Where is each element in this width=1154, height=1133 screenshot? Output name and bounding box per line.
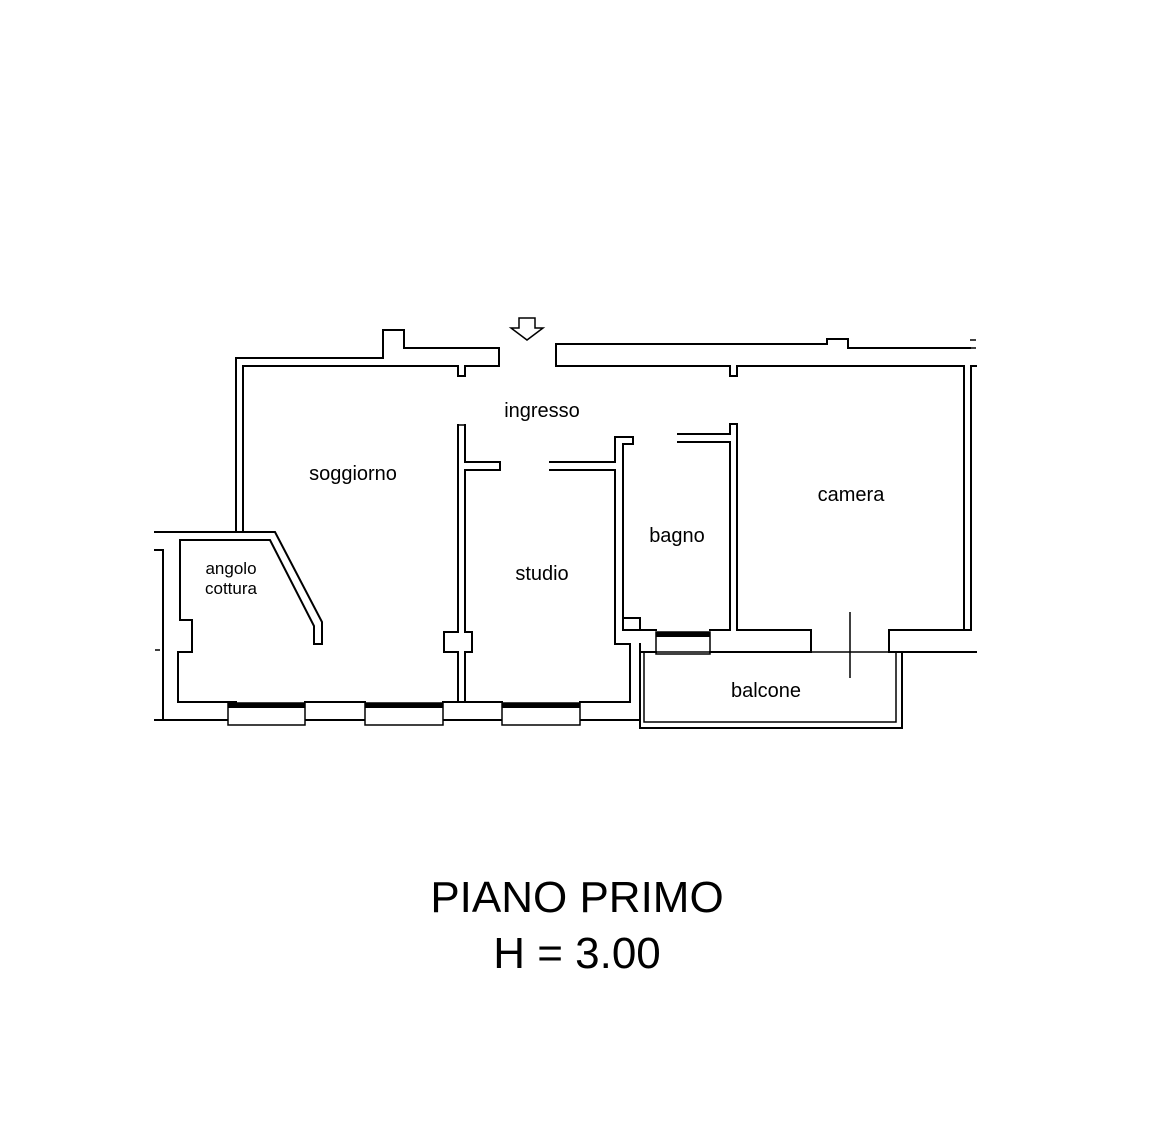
- exterior-wall-top-left: [235, 329, 500, 533]
- window-bagno: [655, 631, 711, 655]
- window-studio: [501, 702, 581, 726]
- room-label-ingresso: ingresso: [504, 400, 580, 422]
- arrow-down-icon: [508, 317, 546, 341]
- kitchen-walls: [154, 531, 323, 721]
- floor-title: PIANO PRIMO: [430, 873, 724, 922]
- exterior-wall-bottom: [162, 701, 641, 721]
- window-soggiorno-right: [364, 702, 444, 726]
- room-label-soggiorno: soggiorno: [309, 463, 397, 485]
- room-label-balcone: balcone: [731, 680, 801, 702]
- window-soggiorno-left: [227, 702, 306, 726]
- camera-walls: [849, 612, 977, 678]
- room-label-studio: studio: [515, 563, 568, 585]
- room-label-camera: camera: [818, 484, 886, 506]
- studio-walls: [443, 424, 641, 703]
- exterior-wall-top-right: [555, 338, 977, 631]
- balcony-outline: [639, 651, 903, 729]
- ceiling-height-label: H = 3.00: [493, 929, 661, 978]
- room-label-cottura: cottura: [205, 579, 258, 598]
- room-label-bagno: bagno: [649, 525, 705, 547]
- room-label-angolo: angolo: [205, 559, 256, 578]
